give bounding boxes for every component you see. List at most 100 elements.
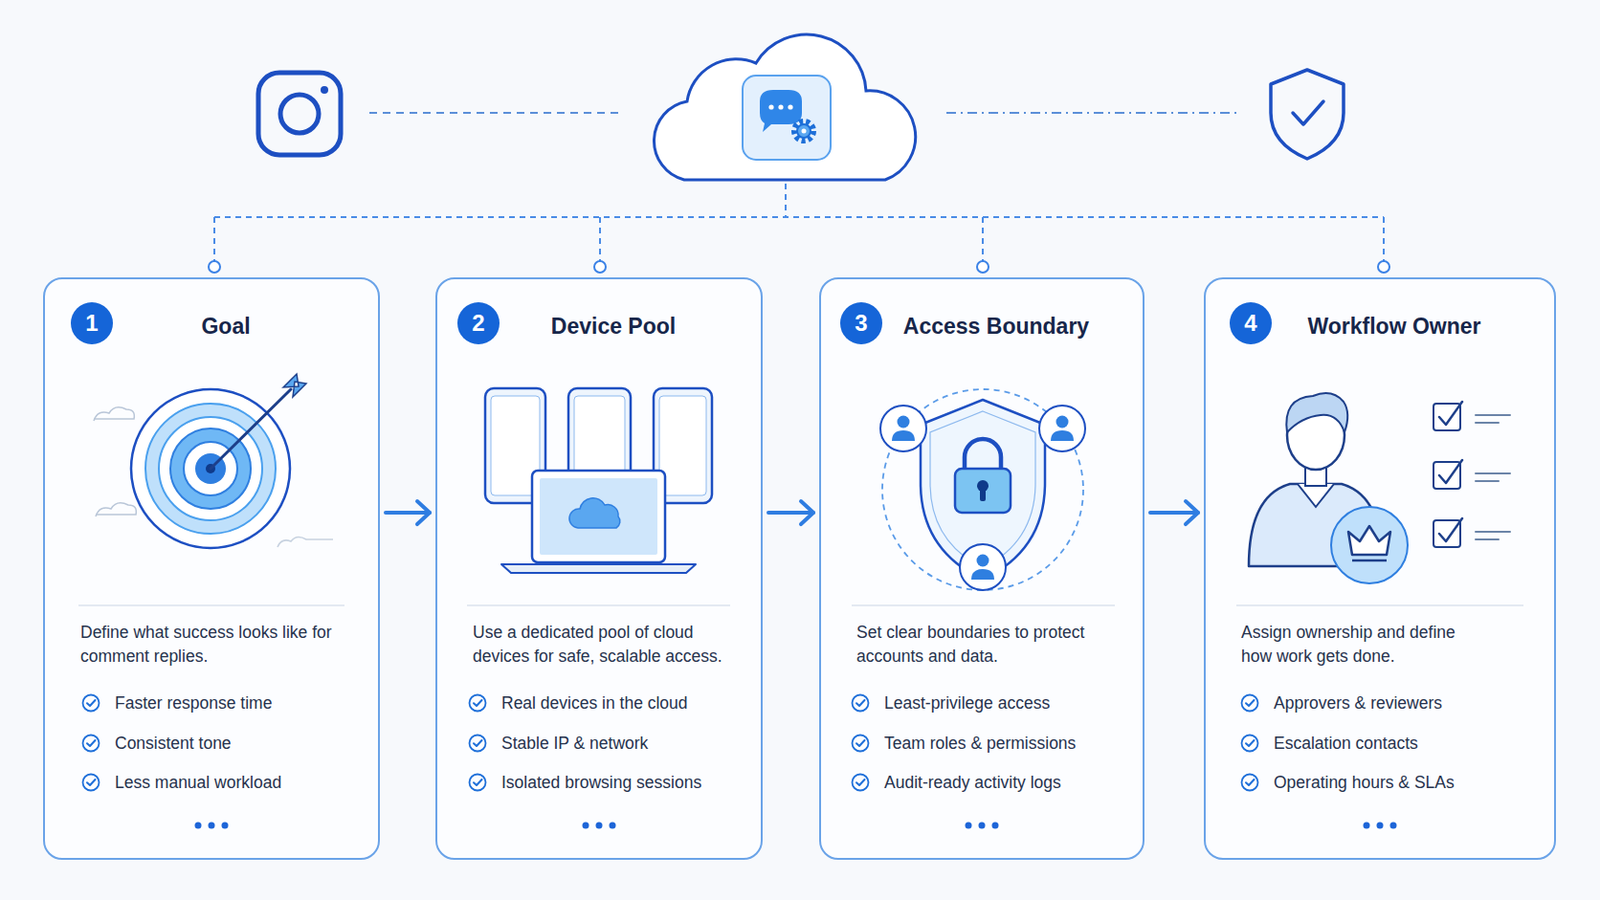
check-icon (850, 773, 870, 793)
check-tick (87, 779, 96, 786)
arrow-head (417, 501, 430, 525)
process-card: Device PoolUse a dedicated pool of cloud… (435, 277, 763, 861)
checklist-item: Escalation contacts (1240, 733, 1528, 755)
check-tick (1245, 779, 1255, 786)
checklist-text: Least-privilege access (884, 692, 1050, 714)
flow-arrow (768, 501, 814, 525)
check-tick (87, 740, 96, 747)
check-icon (1240, 773, 1260, 793)
check-tick (856, 700, 866, 707)
check-icon (1240, 733, 1260, 754)
card-heading: Device Pool (466, 312, 761, 340)
checklist-item: Least-privilege access (850, 692, 1138, 714)
cloud-outline (653, 34, 915, 180)
checklist-text: Consistent tone (114, 733, 232, 755)
step-number-badge: 2 (457, 302, 500, 345)
step-number: 1 (85, 310, 98, 337)
tree-line (981, 217, 984, 262)
tree-line (213, 217, 216, 262)
process-card: Workflow OwnerAssign ownership and defin… (1203, 277, 1556, 861)
checklist-text: Approvers & reviewers (1273, 692, 1443, 714)
dashed-link (369, 111, 624, 114)
check-circle (469, 775, 487, 792)
shield-icon (1270, 69, 1344, 159)
check-circle (469, 734, 487, 752)
check-tick (473, 700, 483, 707)
port-dot (1377, 261, 1390, 273)
check-icon (1240, 693, 1260, 713)
check-icon (81, 733, 101, 754)
card-heading: Workflow Owner (1234, 312, 1555, 340)
card-description: Use a dedicated pool of cloud devices fo… (472, 621, 746, 669)
check-tick (1245, 700, 1255, 707)
tree-line (1382, 217, 1385, 262)
shield-check (1292, 101, 1324, 125)
step-number-badge: 4 (1229, 302, 1272, 345)
instagram-dot (320, 86, 329, 94)
tree-line (784, 183, 787, 218)
card-description: Define what success looks like for comme… (80, 621, 344, 669)
tree-line (214, 216, 1384, 219)
process-card: GoalDefine what success looks like for c… (43, 277, 380, 861)
chat-dot (777, 104, 783, 110)
checklist-item: Consistent tone (81, 733, 369, 755)
check-tick (856, 779, 866, 786)
checklist-text: Less manual workload (114, 772, 282, 794)
arrow-shaft (1150, 511, 1199, 515)
shield-outline (1270, 69, 1344, 159)
gear-body (797, 124, 811, 138)
chat-dot (768, 104, 774, 110)
checklist-item: Stable IP & network (467, 733, 756, 755)
checklist-text: Team roles & permissions (884, 733, 1076, 755)
check-circle (1242, 775, 1259, 792)
checklist-text: Isolated browsing sessions (501, 772, 702, 794)
check-tick (87, 700, 96, 707)
port-dot (594, 261, 606, 273)
check-circle (83, 775, 100, 792)
check-circle (83, 734, 100, 752)
checklist-item: Isolated browsing sessions (467, 772, 756, 794)
step-number-badge: 3 (840, 302, 883, 345)
checklist-item: Real devices in the cloud (467, 692, 756, 714)
instagram-lens (280, 94, 319, 134)
check-circle (469, 695, 487, 712)
arrow-shaft (385, 511, 430, 515)
check-icon (467, 733, 488, 754)
check-tick (1245, 740, 1255, 747)
check-circle (852, 734, 869, 752)
checklist-text: Audit-ready activity logs (884, 772, 1062, 794)
instagram-icon (258, 72, 341, 156)
app-tile (742, 75, 831, 160)
checklist-item: Team roles & permissions (850, 733, 1138, 755)
checklist-item: Faster response time (81, 692, 369, 714)
check-icon (81, 773, 101, 793)
checklist-text: Real devices in the cloud (501, 692, 689, 714)
step-number-badge: 1 (70, 302, 113, 345)
checklist-item: Operating hours & SLAs (1240, 772, 1528, 794)
check-circle (1242, 695, 1259, 712)
check-circle (852, 775, 869, 792)
check-tick (856, 740, 866, 747)
instagram-frame (258, 72, 341, 156)
gear-hole (801, 129, 807, 134)
flow-arrow (1150, 501, 1199, 525)
tree-ports (208, 261, 1390, 273)
checklist-text: Escalation contacts (1273, 733, 1419, 755)
check-icon (467, 693, 488, 713)
check-icon (850, 733, 870, 754)
checklist-text: Operating hours & SLAs (1273, 772, 1455, 794)
arrow-shaft (768, 511, 814, 515)
card-description: Assign ownership and define how work get… (1241, 621, 1481, 669)
card-heading: Access Boundary (849, 312, 1143, 340)
check-tick (473, 779, 483, 786)
card-heading: Goal (73, 312, 378, 340)
port-dot (208, 261, 221, 273)
checklist-item: Approvers & reviewers (1240, 692, 1528, 714)
step-number: 2 (471, 310, 485, 337)
gear-teeth (794, 121, 814, 141)
checklist-text: Stable IP & network (501, 733, 648, 755)
check-icon (850, 693, 870, 713)
check-icon (81, 693, 101, 713)
check-circle (852, 695, 869, 712)
